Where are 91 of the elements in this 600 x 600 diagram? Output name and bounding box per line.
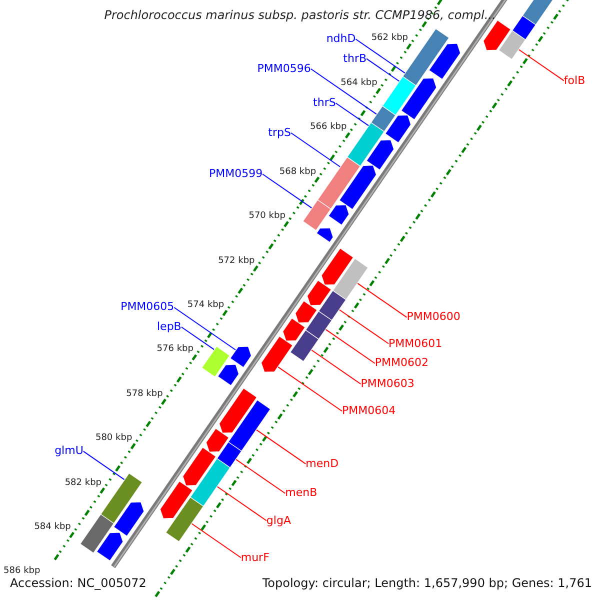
gene-block: [294, 300, 318, 324]
leader-line: [256, 429, 306, 464]
scale-label: 568 kbp: [279, 166, 316, 178]
gene-block: [498, 30, 526, 60]
leader-line: [216, 486, 267, 522]
leader-line: [335, 102, 370, 126]
leader-line: [366, 58, 400, 82]
gene-block: [113, 502, 144, 537]
gene-label: PMM0600: [406, 310, 460, 324]
leader-line: [310, 68, 378, 115]
leader-line: [174, 307, 236, 351]
scale-label: 566 kbp: [310, 122, 347, 134]
gene-block: [165, 496, 204, 542]
leader-line: [325, 328, 376, 364]
gene-block: [400, 78, 437, 120]
gene-label: PMM0596: [257, 62, 311, 76]
gene-block: [328, 204, 350, 226]
gene-block: [512, 15, 536, 40]
gene-block: [338, 165, 377, 210]
scale-label: 586 kbp: [4, 566, 40, 578]
gene-block: [218, 388, 258, 434]
gene-label: PMM0604: [342, 404, 396, 418]
gene-block: [384, 114, 412, 144]
leader-line: [277, 366, 342, 412]
gene-label: PMM0603: [360, 376, 414, 391]
gene-label: PMM0601: [388, 336, 442, 351]
summary-text: Topology: circular; Length: 1,657,990 bp; Genes: 1,761: [262, 576, 592, 590]
gene-block: [346, 122, 385, 167]
gene-block: [318, 290, 346, 321]
scale-label: 580 kbp: [95, 433, 132, 444]
leader-line: [518, 49, 564, 82]
gene-label: ndhD: [326, 32, 356, 46]
leader-line: [235, 458, 286, 494]
gene-label: menD: [306, 456, 339, 471]
gene-label: thrB: [343, 52, 367, 66]
leader-line: [356, 282, 408, 318]
gene-block: [290, 330, 320, 362]
scale-label: 578 kbp: [126, 388, 163, 400]
gene-label: glmU: [54, 444, 84, 458]
scale-label: 562 kbp: [371, 33, 408, 44]
gene-block: [160, 480, 194, 519]
accession-text: Accession: NC_005072: [10, 576, 146, 590]
gene-block: [305, 310, 332, 340]
gene-label: trpS: [268, 126, 291, 140]
leader-line: [310, 349, 362, 384]
gene-block: [366, 140, 394, 170]
gene-label: PMM0602: [374, 356, 429, 370]
gene-label: glgA: [266, 514, 291, 528]
gene-block: [316, 228, 334, 243]
scale-label: 584 kbp: [34, 522, 71, 533]
gene-block: [230, 346, 252, 368]
gene-label: PMM0605: [120, 300, 174, 314]
gene-block: [100, 472, 143, 524]
leader-line: [82, 450, 125, 480]
gene-block: [96, 532, 124, 562]
scale-label: 564 kbp: [340, 78, 378, 89]
gene-block: [321, 248, 354, 286]
gene-label: folB: [564, 74, 586, 88]
leader-line: [191, 523, 242, 558]
leader-line: [338, 309, 389, 344]
leader-line: [262, 174, 312, 209]
gene-block: [80, 514, 114, 554]
gene-block: [370, 106, 396, 132]
gene-label: murF: [240, 550, 270, 565]
gene-block: [482, 20, 512, 51]
leader-line: [355, 38, 406, 74]
scale-label: 574 kbp: [187, 300, 224, 311]
gene-block: [182, 446, 216, 486]
leader-line: [290, 132, 341, 168]
gene-block: [206, 428, 230, 452]
gene-label: thrS: [313, 96, 336, 110]
gene-block: [332, 258, 369, 300]
gene-label: PMM0599: [208, 167, 263, 182]
gene-label: menB: [285, 486, 318, 500]
gene-block: [302, 199, 332, 231]
gene-block: [282, 318, 306, 342]
scale-label: 572 kbp: [218, 256, 255, 266]
gene-label: lepB: [157, 320, 182, 334]
leader-line: [180, 326, 215, 350]
gene-block: [260, 336, 294, 372]
gene-block: [216, 442, 242, 468]
gene-block: [382, 76, 416, 116]
gene-block: [190, 458, 231, 507]
gene-block: [306, 280, 332, 306]
gene-block: [228, 400, 271, 452]
scale-label: 582 kbp: [64, 478, 102, 489]
gene-block: [201, 346, 230, 378]
gene-block: [428, 43, 461, 80]
scale-label: 576 kbp: [156, 344, 194, 356]
scale-label: 570 kbp: [248, 211, 286, 222]
gene-block: [317, 156, 361, 210]
